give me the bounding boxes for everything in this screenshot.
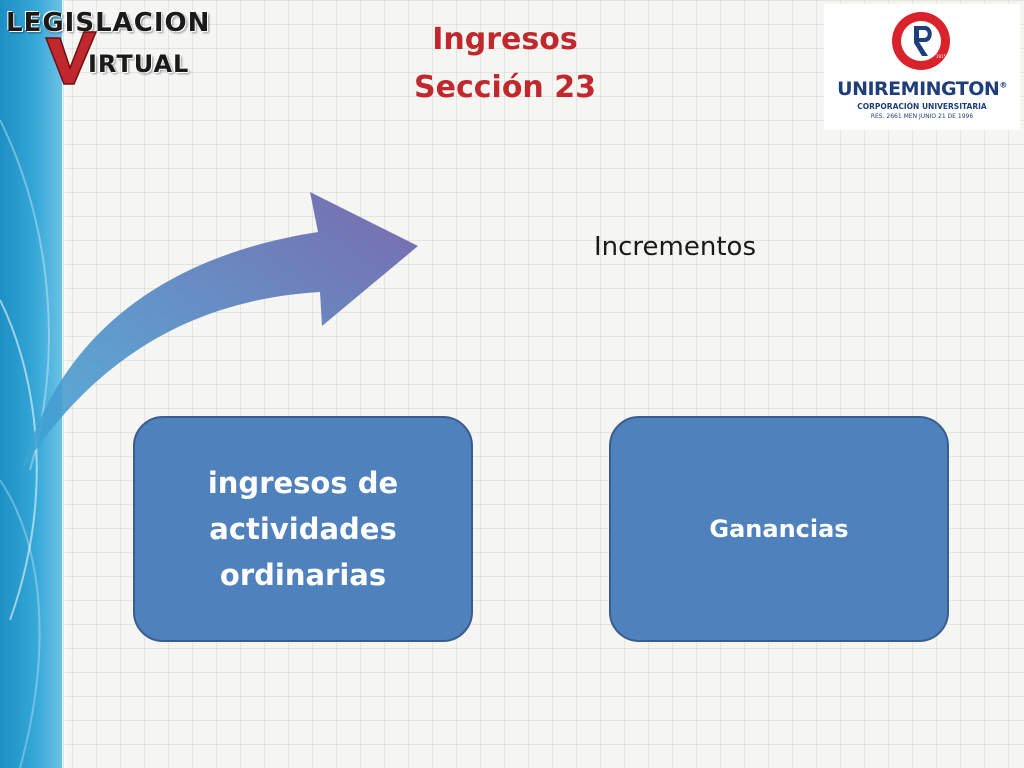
emblem-year: 1915 [936, 54, 947, 59]
uniremington-name-text: UNIREMINGTON [837, 78, 1000, 100]
curved-arrow-icon [22, 192, 418, 470]
logo-v-icon [44, 31, 98, 85]
uniremington-subtitle: CORPORACIÓN UNIVERSITARIA [857, 102, 987, 111]
title-line-2: Sección 23 [414, 70, 596, 105]
title-line-1: Ingresos [432, 22, 578, 57]
node-ingresos-actividades-ordinarias: ingresos de actividades ordinarias [133, 416, 473, 642]
uniremington-emblem-icon: 1915 [892, 12, 950, 70]
node-label: Ganancias [709, 515, 849, 543]
node-label: ingresos de actividades ordinarias [207, 466, 399, 592]
uniremington-name: UNIREMINGTON® [824, 78, 1020, 100]
slide-title: Ingresos Sección 23 [340, 16, 670, 112]
arrow-body [22, 192, 418, 470]
node-ganancias: Ganancias [609, 416, 949, 642]
uniremington-resolution: RES. 2661 MEN JUNIO 21 DE 1996 [870, 113, 974, 120]
arrow-label: Incrementos [593, 232, 756, 262]
logo-text-line1: LEGISLACION [6, 8, 211, 38]
logo-text-line2: IRTUAL [88, 50, 190, 78]
uniremington-logo: 1915 UNIREMINGTON® CORPORACIÓN UNIVERSIT… [824, 4, 1020, 130]
legislacion-virtual-logo: LEGISLACION IRTUAL [0, 6, 209, 85]
trademark-symbol: ® [999, 80, 1007, 90]
